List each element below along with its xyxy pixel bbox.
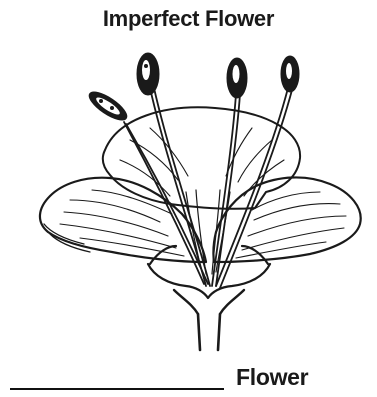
answer-blank-line bbox=[10, 388, 224, 390]
left-petal bbox=[40, 178, 206, 262]
stem bbox=[198, 314, 220, 350]
petal-veins bbox=[60, 128, 346, 258]
calyx bbox=[174, 290, 244, 314]
anther-3 bbox=[227, 58, 247, 98]
anthers bbox=[85, 53, 299, 125]
answer-suffix-label: Flower bbox=[236, 364, 308, 391]
anther-1 bbox=[85, 87, 130, 125]
anther-2 bbox=[137, 53, 159, 95]
anther-4 bbox=[281, 56, 299, 92]
